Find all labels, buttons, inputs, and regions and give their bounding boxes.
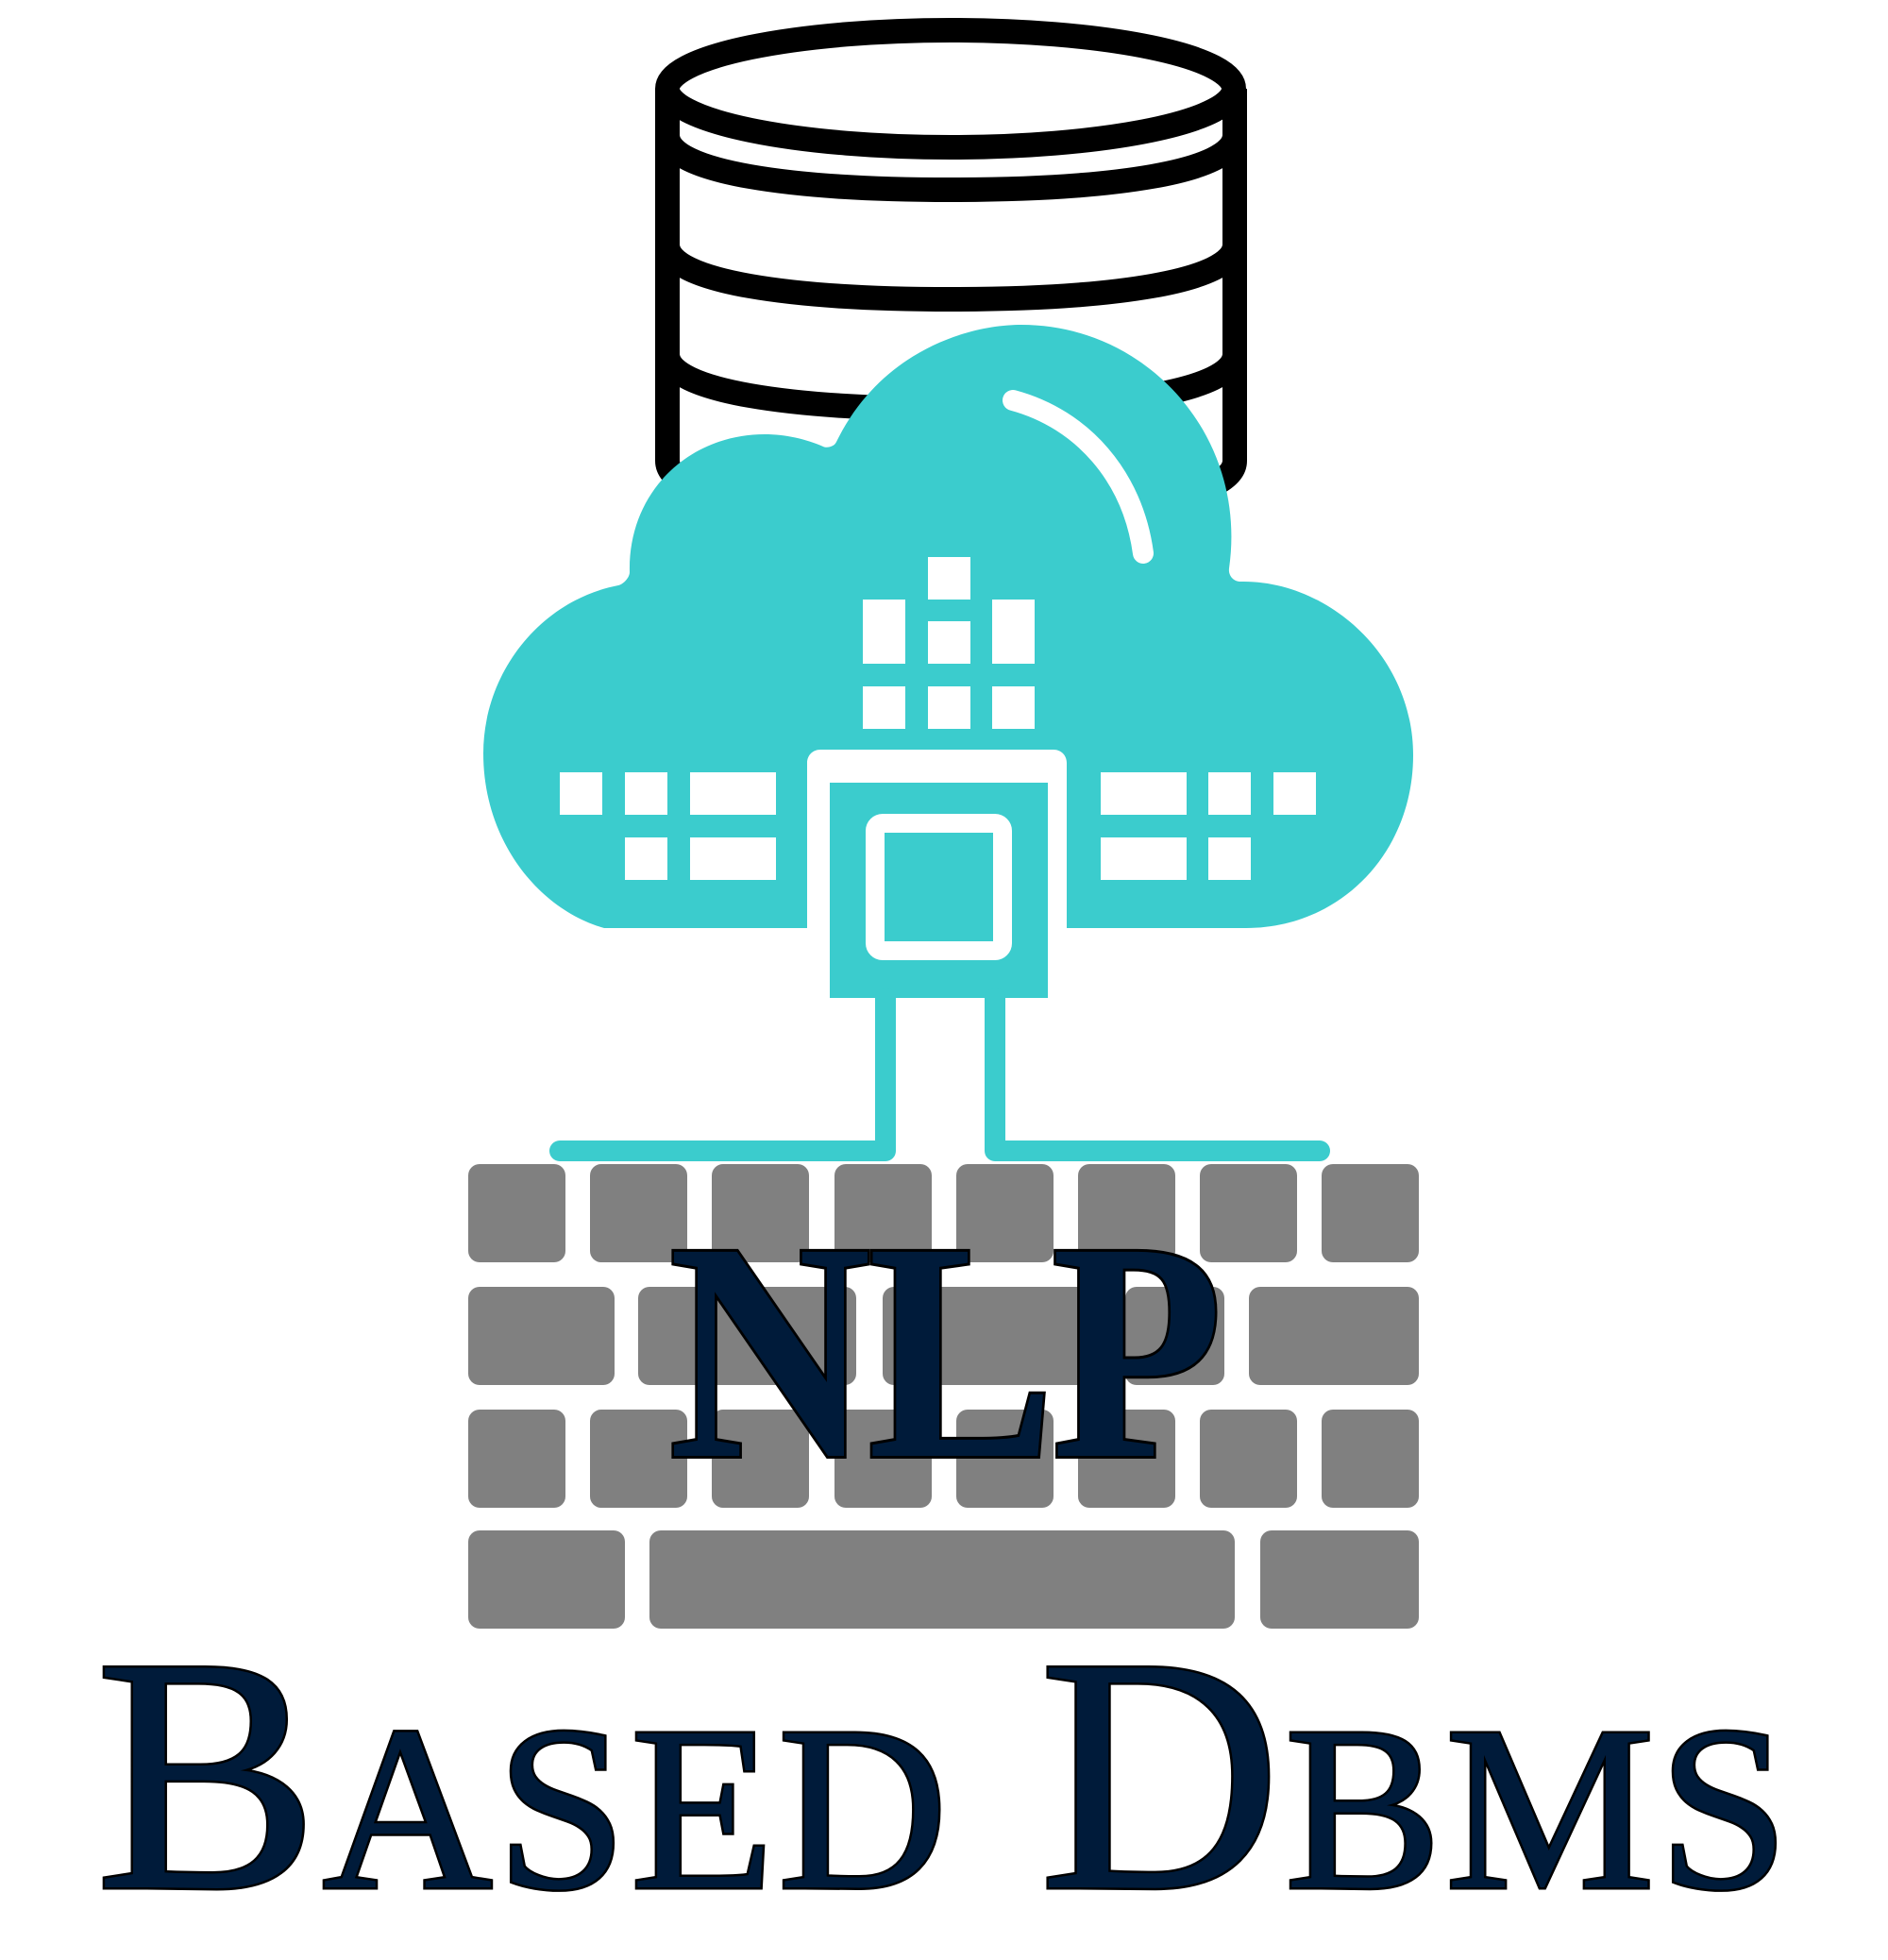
cloud-icon — [483, 325, 1413, 1161]
logo-primary-text: NLP — [666, 1179, 1225, 1524]
firewall-icon — [468, 1164, 1419, 1629]
logo-secondary-text: Based Dbms — [93, 1589, 1794, 1960]
